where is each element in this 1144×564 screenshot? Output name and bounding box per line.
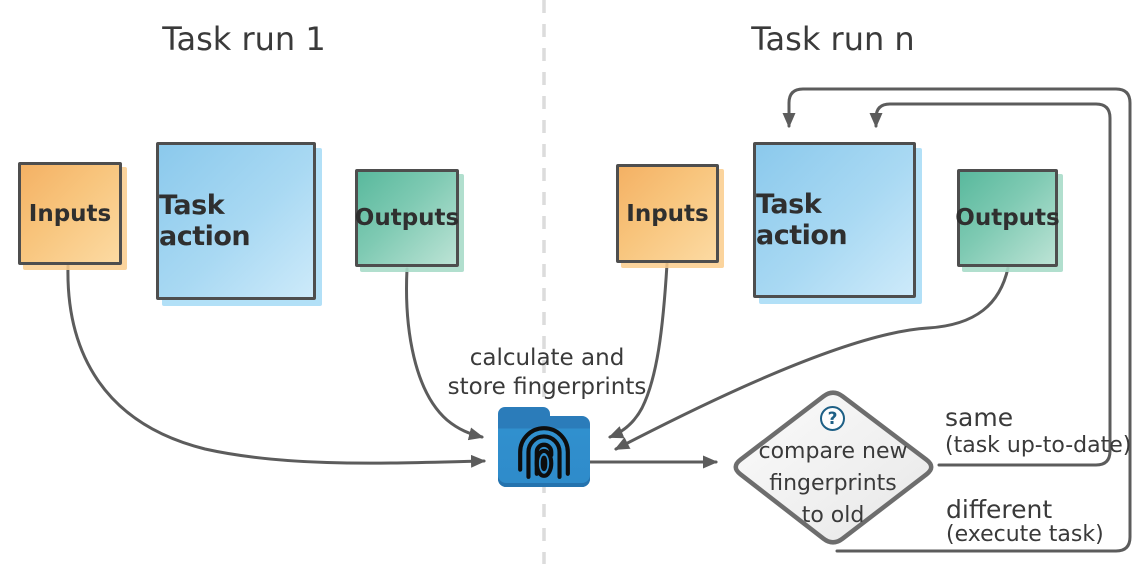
- decision-label-line1: compare new: [758, 439, 908, 464]
- run1-inputs-box: Inputs: [18, 162, 122, 265]
- decision-diamond: [733, 390, 934, 545]
- runN-inputs-box: Inputs: [616, 164, 719, 263]
- decision-label-line2: fingerprints: [769, 471, 897, 496]
- fingerprint-caption-line2: store fingerprints: [447, 374, 647, 400]
- runN-outputs-label: Outputs: [955, 205, 1060, 231]
- fingerprint-caption-line1: calculate and: [469, 345, 625, 371]
- connector-run1-outputs-to-fingerprints: [405, 267, 484, 441]
- runN-task-action-box: Task action: [753, 142, 916, 298]
- question-icon: ?: [820, 406, 845, 431]
- outcome-different-detail: (execute task): [946, 522, 1104, 547]
- runN-inputs-label: Inputs: [626, 200, 709, 227]
- connector-same-to-task-action: [869, 102, 1112, 467]
- connector-runN-inputs-to-fingerprints: [608, 262, 669, 439]
- runN-outputs-box: Outputs: [955, 169, 1060, 267]
- connector-different-to-task-action: [782, 87, 1132, 553]
- connector-runN-outputs-to-fingerprints: [614, 266, 1010, 451]
- outcome-same-detail: (task up-to-date): [945, 433, 1132, 458]
- folder-body: [498, 416, 590, 487]
- runN-task-action-label: Task action: [756, 189, 848, 251]
- run1-task-action-label: Task action: [159, 190, 251, 252]
- fingerprint-folder-icon: [498, 407, 590, 487]
- run1-outputs-label: Outputs: [354, 205, 460, 231]
- outcome-different-label: different: [946, 495, 1053, 524]
- title-task-run-1: Task run 1: [162, 20, 326, 58]
- outcome-same-label: same: [945, 403, 1014, 432]
- run1-outputs-box: Outputs: [355, 169, 459, 267]
- decision-label: compare new fingerprints to old: [733, 436, 933, 532]
- title-task-run-n: Task run n: [751, 20, 915, 58]
- decision-label-line3: to old: [801, 503, 865, 528]
- fingerprint-caption: calculate and store fingerprints: [417, 344, 677, 402]
- connector-run1-inputs-to-fingerprints: [66, 264, 486, 468]
- run1-inputs-label: Inputs: [28, 200, 112, 227]
- run1-task-action-box: Task action: [156, 142, 316, 300]
- question-icon-glyph: ?: [827, 408, 838, 429]
- fingerprint-glyph: [518, 425, 570, 479]
